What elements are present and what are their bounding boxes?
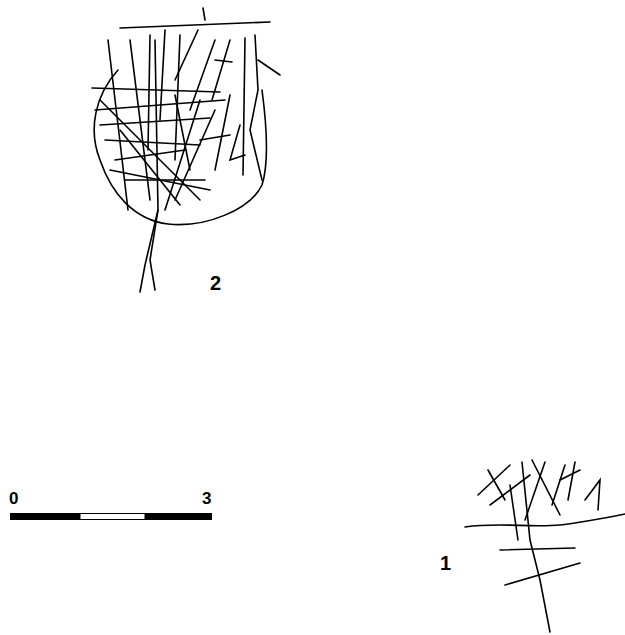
figure-number: 2 [210,273,221,293]
scale-number: 0 [9,490,18,507]
scale-number: 3 [202,490,211,507]
scale-bar [10,513,212,520]
figure-2 [92,8,280,292]
figure-1 [465,460,625,632]
figure-number: 1 [440,553,451,573]
